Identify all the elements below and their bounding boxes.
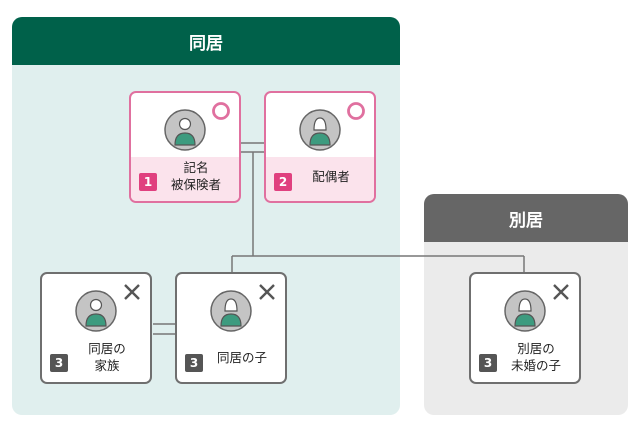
card-label: 記名 被保険者 [157,157,235,197]
cohabiting-family-card: 3 同居の 家族 [40,272,152,384]
female-avatar-icon [504,290,546,332]
card-label: 別居の 未婚の子 [497,338,575,378]
number-badge: 2 [274,173,292,191]
card-label: 同居の子 [203,338,281,378]
female-avatar-icon [210,290,252,332]
separate-panel: 別居 [424,194,628,415]
card-label-line1: 配偶者 [312,168,350,184]
number-badge: 3 [479,354,497,372]
spouse-card: 2 配偶者 [264,91,376,203]
number-badge: 3 [50,354,68,372]
cohabiting-child-card: 3 同居の子 [175,272,287,384]
card-label: 同居の 家族 [68,338,146,378]
cross-icon [553,284,569,300]
card-label-line1: 同居の子 [216,349,267,365]
male-avatar-icon [75,290,117,332]
card-label-line1: 記名 [183,160,209,176]
female-avatar-icon [299,109,341,151]
circle-icon [212,102,230,120]
card-label-line2: 未婚の子 [510,358,561,373]
card-label-line2: 被保険者 [170,177,221,192]
circle-icon [347,102,365,120]
number-badge: 1 [139,173,157,191]
separate-panel-title: 別居 [424,194,628,242]
insured-card: 1 記名 被保険者 [129,91,241,203]
cohabiting-panel-title: 同居 [12,17,400,65]
card-label-line1: 同居の [88,341,126,357]
male-avatar-icon [164,109,206,151]
number-badge: 3 [185,354,203,372]
card-label: 配偶者 [292,157,370,197]
cross-icon [259,284,275,300]
card-label-line1: 別居の [517,341,555,357]
card-label-line2: 家族 [94,358,120,373]
cross-icon [124,284,140,300]
separate-unmarried-child-card: 3 別居の 未婚の子 [469,272,581,384]
